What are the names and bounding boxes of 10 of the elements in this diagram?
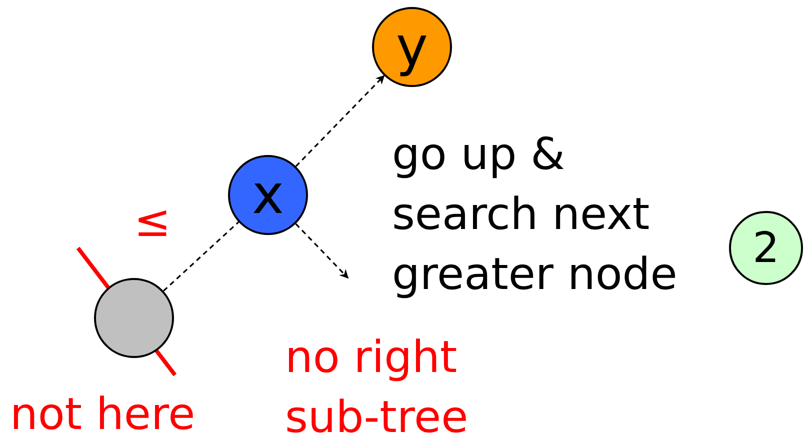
- node-label: x: [252, 168, 284, 222]
- caption-text: not here: [10, 388, 196, 441]
- dashed-arrow: [295, 75, 385, 167]
- node-label: y: [396, 20, 428, 74]
- dashed-line: [162, 221, 240, 292]
- comparison-symbol: ≤: [134, 195, 172, 249]
- annotation-text: go up & search next greater node: [392, 128, 678, 302]
- dashed-arrow: [295, 223, 349, 279]
- node-label: 2: [752, 227, 780, 269]
- annotation-text: no right sub-tree: [285, 331, 470, 441]
